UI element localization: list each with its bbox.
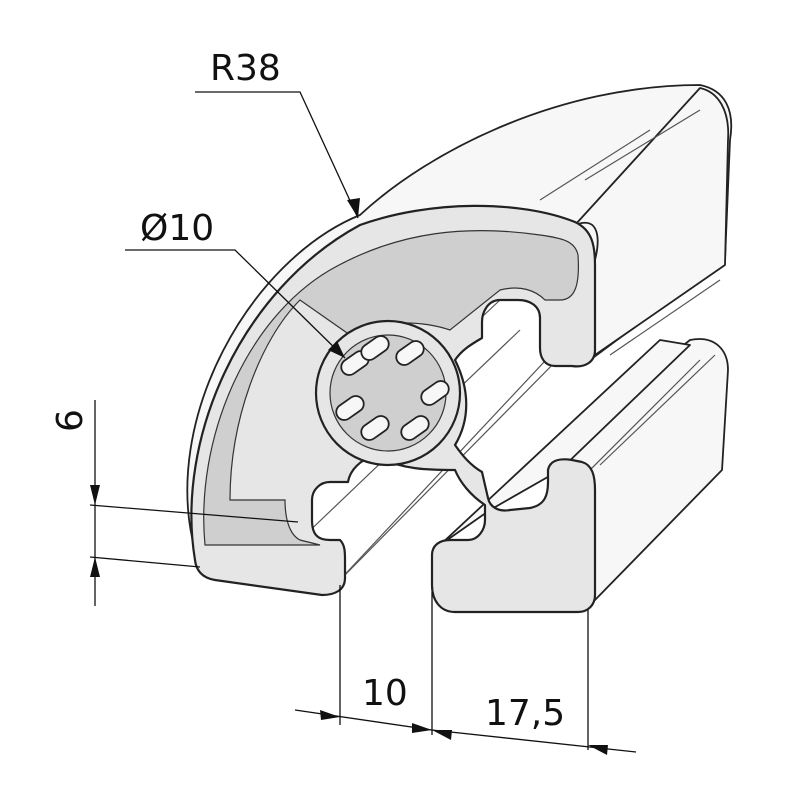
offset-label: 17,5 — [485, 693, 565, 734]
diameter-dimension: Ø10 — [125, 208, 346, 359]
diameter-label: Ø10 — [140, 208, 214, 249]
height-dimension: 6 — [50, 400, 299, 606]
slot-width-label: 10 — [362, 673, 408, 714]
profile-extrusion — [186, 84, 733, 601]
offset-dimension: 17,5 — [431, 610, 637, 755]
slot-width-dimension: 10 — [294, 585, 433, 735]
profile-front-face — [190, 204, 597, 614]
height-label: 6 — [50, 409, 91, 432]
radius-dimension: R38 — [195, 48, 360, 219]
radius-label: R38 — [210, 48, 281, 89]
bore-splines — [335, 335, 450, 441]
